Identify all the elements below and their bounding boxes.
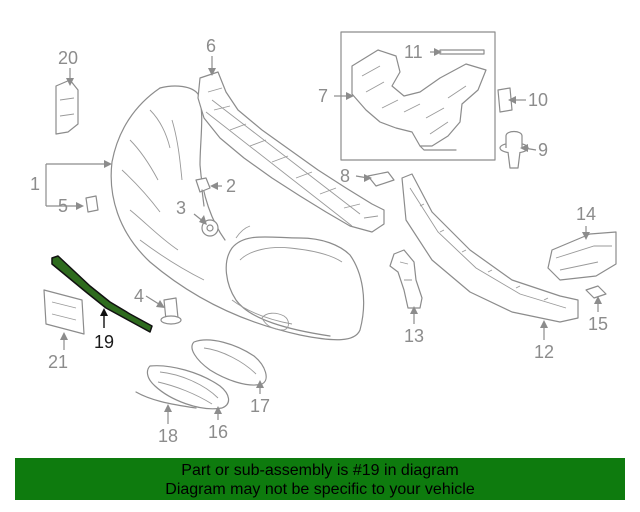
callout-15[interactable]: 15: [588, 314, 608, 334]
exploded-parts-diagram: 1 2 3 4 5 6 7 8 9 10 11 12 13 14 15 16 1…: [30, 31, 617, 446]
callout-13[interactable]: 13: [404, 326, 424, 346]
plate-part[interactable]: [585, 285, 607, 299]
callout-14[interactable]: 14: [576, 204, 596, 224]
callout-10[interactable]: 10: [528, 90, 548, 110]
fog-lamp-trim-part[interactable]: [191, 339, 267, 386]
callout-19[interactable]: 19: [94, 332, 114, 352]
upper-absorber-part[interactable]: [197, 71, 385, 233]
callout-17[interactable]: 17: [250, 396, 270, 416]
callout-16[interactable]: 16: [208, 422, 228, 442]
fastener-part[interactable]: [499, 130, 529, 169]
sensor-part[interactable]: [160, 297, 182, 325]
side-bracket-part[interactable]: [547, 231, 617, 281]
callout-18[interactable]: 18: [158, 426, 178, 446]
callout-4[interactable]: 4: [134, 286, 144, 306]
fog-lamp-bezel-part[interactable]: [146, 365, 230, 410]
banner-line-1: Part or sub-assembly is #19 in diagram: [181, 462, 459, 479]
license-plate-bracket-part[interactable]: [43, 289, 85, 335]
highlight-notice-banner: Part or sub-assembly is #19 in diagram D…: [15, 458, 625, 500]
callout-11[interactable]: 11: [404, 42, 423, 62]
callout-9[interactable]: 9: [538, 140, 548, 160]
reinforcement-bar-part[interactable]: [401, 173, 579, 323]
bumper-cover-part[interactable]: [110, 85, 365, 341]
left-side-bracket-part[interactable]: [55, 79, 79, 135]
bracket-assembly-part[interactable]: [351, 49, 487, 151]
callout-numbers: 1 2 3 4 5 6 7 8 9 10 11 12 13 14 15 16 1…: [30, 36, 608, 446]
banner-line-2: Diagram may not be specific to your vehi…: [165, 481, 475, 498]
vertical-bracket-part[interactable]: [389, 249, 423, 309]
leader-lines: [45, 51, 599, 424]
trim-strip-part[interactable]: [135, 391, 197, 409]
leader-arrowheads: [60, 48, 602, 414]
tab-part[interactable]: [497, 87, 513, 113]
callout-12[interactable]: 12: [534, 342, 554, 362]
callout-2[interactable]: 2: [226, 176, 236, 196]
callout-6[interactable]: 6: [206, 36, 216, 56]
callout-8[interactable]: 8: [340, 166, 350, 186]
clip-part[interactable]: [367, 171, 395, 187]
callout-7[interactable]: 7: [318, 86, 328, 106]
grille-strip-part[interactable]: [51, 255, 153, 333]
callout-1[interactable]: 1: [30, 174, 40, 194]
callout-19-arrowhead: [100, 308, 108, 316]
left-clip-part[interactable]: [85, 195, 99, 213]
callout-20[interactable]: 20: [58, 48, 78, 68]
bolt-part[interactable]: [195, 177, 211, 207]
callout-21[interactable]: 21: [48, 352, 68, 372]
callout-5[interactable]: 5: [58, 196, 68, 216]
callout-3[interactable]: 3: [176, 198, 186, 218]
